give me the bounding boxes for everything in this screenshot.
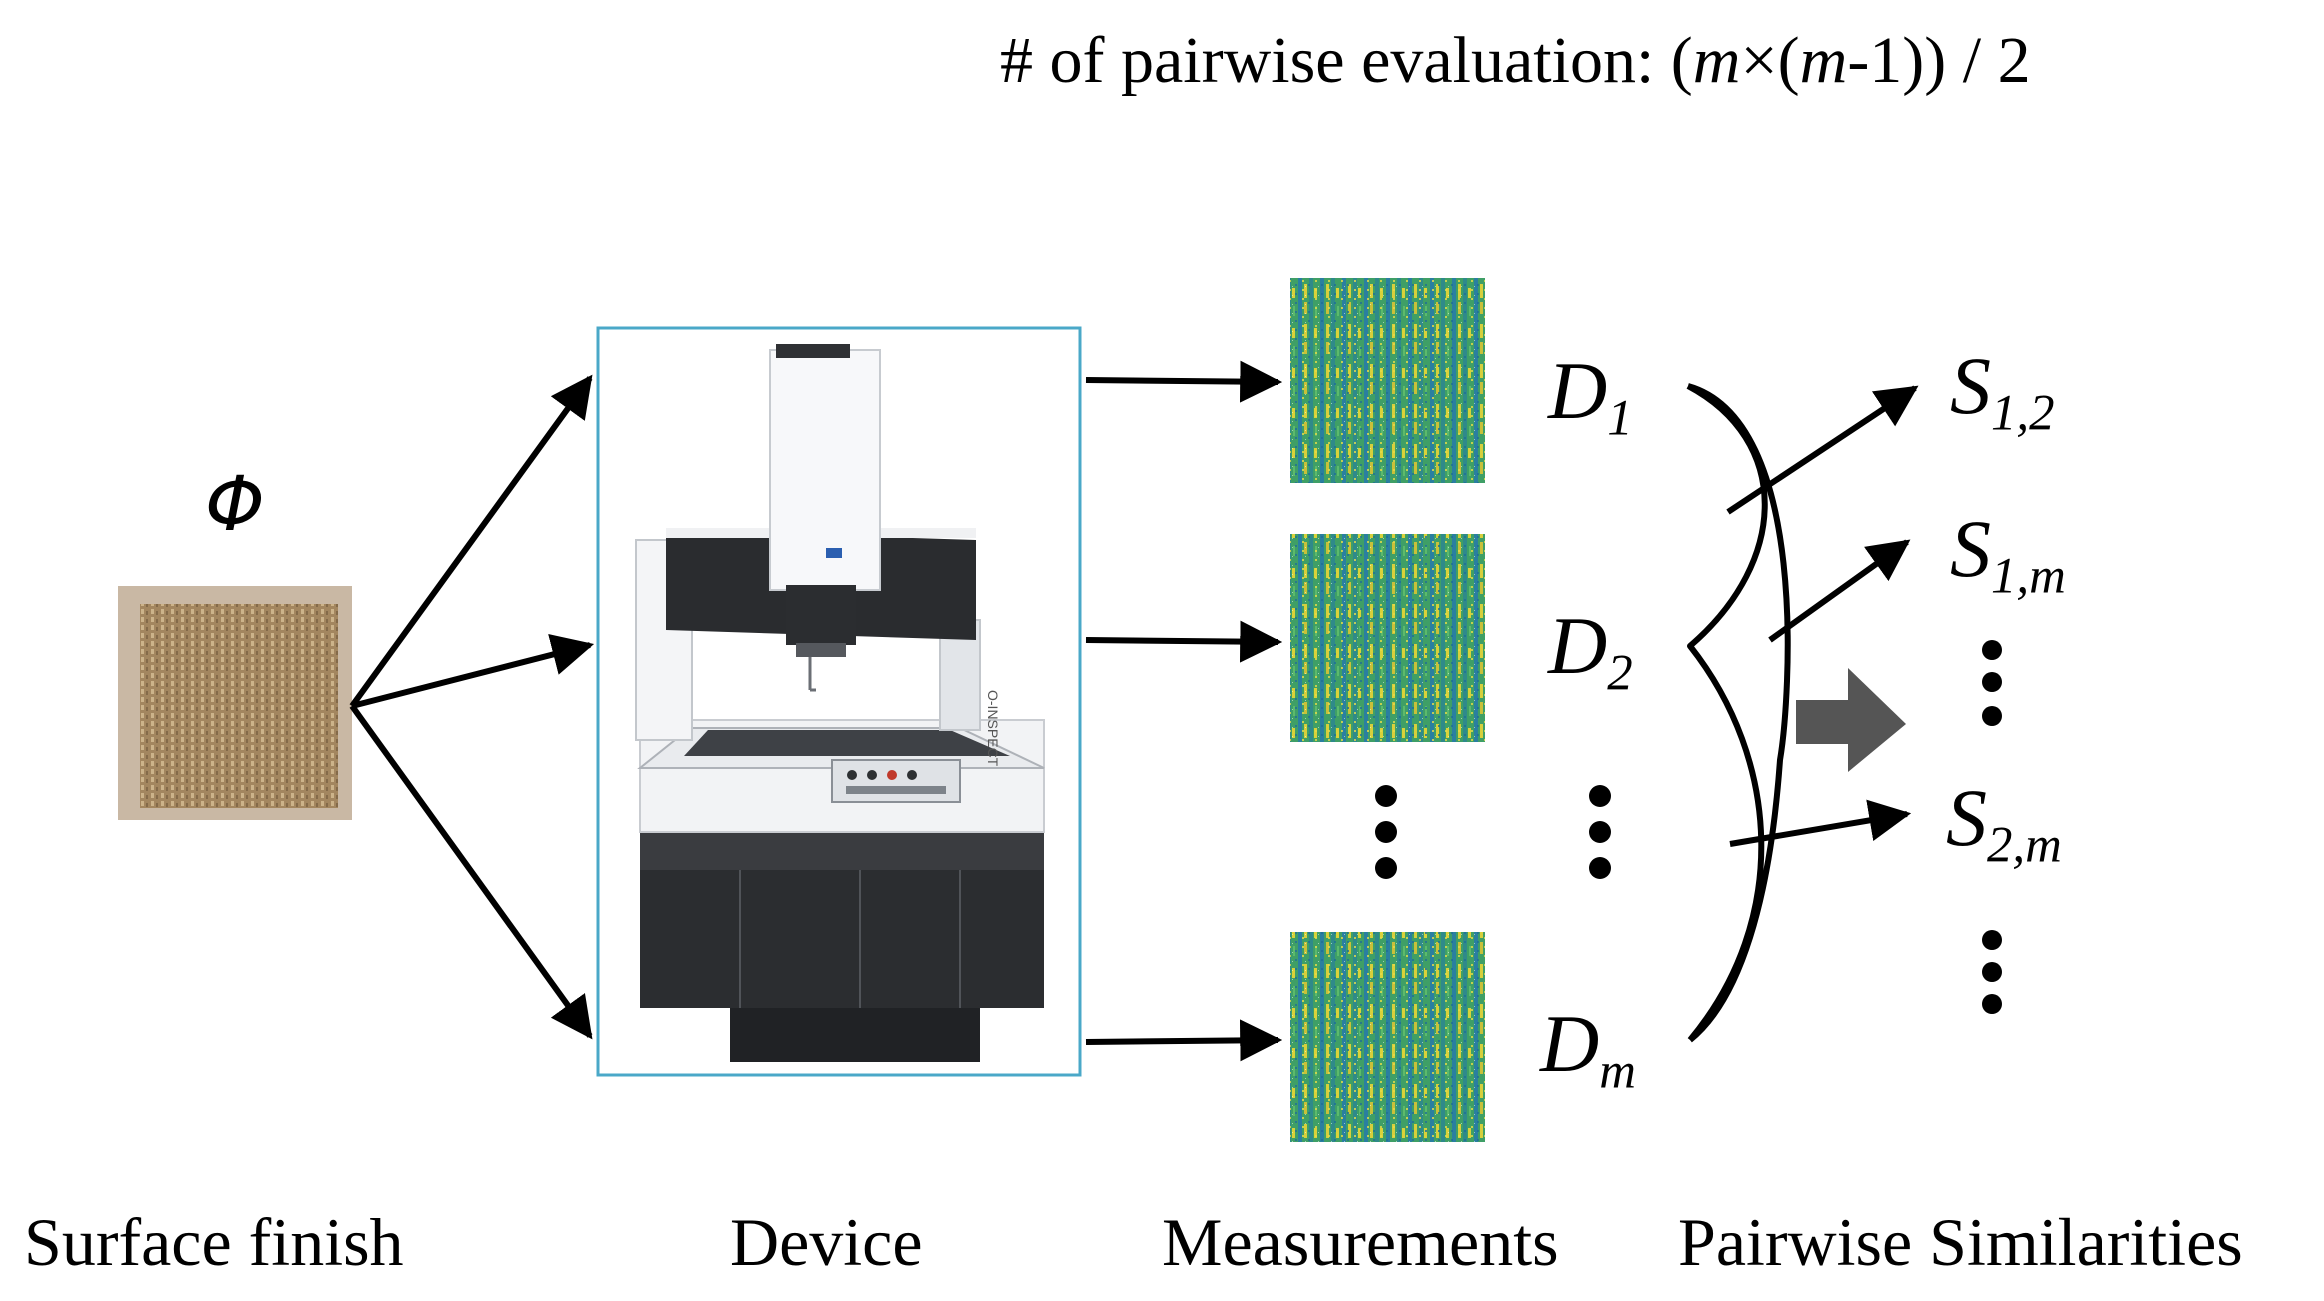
measurement-image-1: [1290, 278, 1485, 483]
device-brand-text: O-INSPECT: [985, 690, 1001, 767]
arrow-to-d2: [1085, 620, 1283, 663]
result-arrow: [1796, 668, 1906, 772]
device-label: Device: [730, 1204, 923, 1280]
measurement-label-ellipsis: [1589, 785, 1611, 879]
arrow-to-s2m: [1729, 799, 1912, 847]
arrow-to-dm: [1085, 1019, 1283, 1062]
surface-sample-image: [118, 586, 352, 820]
measurement-label-1: D1: [1548, 345, 1633, 446]
surface-symbol: Φ: [205, 459, 265, 548]
measuring-machine-illustration: [635, 344, 1045, 1062]
pairwise-count-formula: # of pairwise evaluation: (m×(m-1)) / 2: [1000, 24, 2031, 97]
arrow-to-d1: [1085, 360, 1283, 403]
sample-to-device-arrows: [349, 374, 595, 1040]
measurement-image-2: [1290, 534, 1485, 742]
measurement-image-ellipsis: [1375, 785, 1397, 879]
similarity-label-2-m: S2,m: [1946, 772, 2062, 873]
measurement-label-m: Dm: [1540, 998, 1636, 1099]
pairing-brace: [1686, 383, 1791, 1043]
measurements-label: Measurements: [1162, 1204, 1559, 1280]
arrow-to-s1m: [1768, 539, 1911, 643]
similarity-label-1-m: S1,m: [1950, 503, 2066, 604]
similarity-ellipsis-lower: [1982, 930, 2002, 1014]
pairwise-similarities-label: Pairwise Similarities: [1678, 1204, 2243, 1280]
brace-to-similarity-arrows: [1726, 385, 1919, 847]
arrow-bottom: [349, 704, 593, 1040]
similarity-ellipsis-upper: [1982, 640, 2002, 726]
similarity-label-1-2: S1,2: [1950, 340, 2055, 441]
surface-finish-label: Surface finish: [24, 1204, 404, 1280]
arrow-top: [349, 374, 593, 708]
arrow-middle: [351, 634, 595, 709]
measurement-label-2: D2: [1548, 600, 1633, 701]
device-to-measurement-arrows: [1085, 360, 1283, 1062]
arrow-to-s12: [1726, 385, 1919, 515]
measurement-image-m: [1290, 932, 1485, 1142]
